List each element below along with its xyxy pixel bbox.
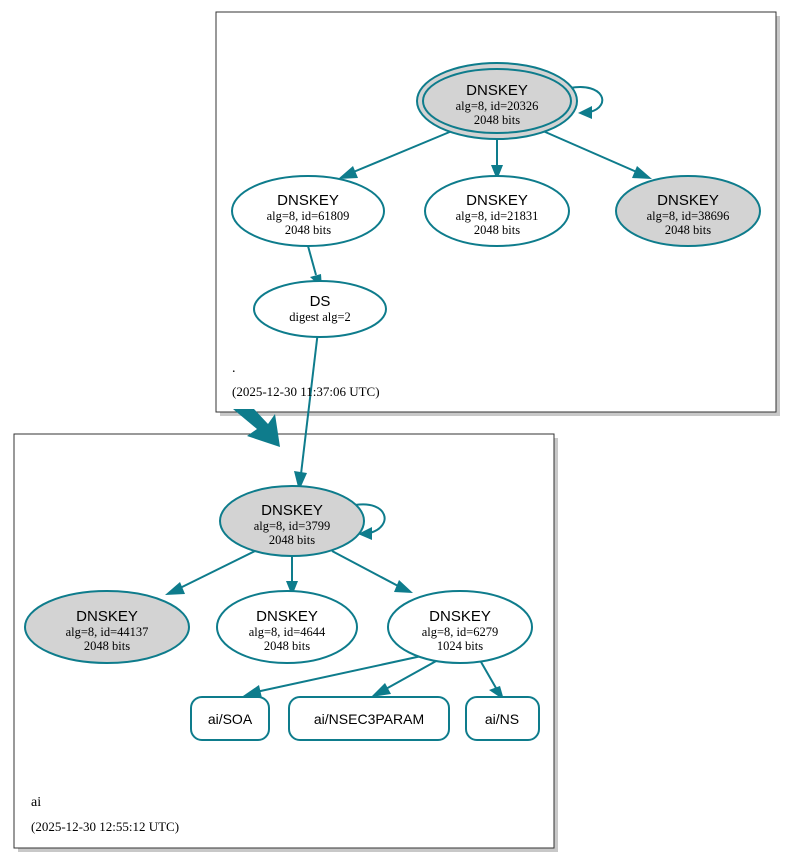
rrset-label: ai/SOA — [208, 711, 253, 727]
node-shape — [288, 696, 450, 741]
arrowhead — [632, 166, 652, 179]
delegation-block-arrow — [233, 409, 280, 447]
node-dnskey-4644[interactable]: DNSKEY alg=8, id=4644 2048 bits — [216, 590, 358, 664]
node-title: DNSKEY — [466, 192, 528, 209]
node-dnskey-38696[interactable]: DNSKEY alg=8, id=38696 2048 bits — [615, 175, 761, 247]
node-rrset-nsec3param[interactable]: ai/NSEC3PARAM — [288, 696, 450, 741]
node-shape — [231, 175, 385, 247]
zone-label-ai-name: ai — [31, 795, 41, 810]
node-line3: 2048 bits — [474, 113, 520, 127]
node-line3: 2048 bits — [264, 639, 310, 653]
arrowhead — [286, 581, 298, 596]
node-line2: alg=8, id=4644 — [249, 625, 326, 639]
node-title: DNSKEY — [277, 192, 339, 209]
node-line2: alg=8, id=61809 — [267, 209, 350, 223]
node-title: DNSKEY — [261, 502, 323, 519]
node-line3: 2048 bits — [285, 223, 331, 237]
node-line3: 2048 bits — [474, 223, 520, 237]
edge-root-ksk-to-61809 — [338, 130, 453, 179]
node-ds[interactable]: DS digest alg=2 — [253, 280, 387, 338]
node-line2: alg=8, id=38696 — [647, 209, 730, 223]
node-dnskey-44137[interactable]: DNSKEY alg=8, id=44137 2048 bits — [24, 590, 190, 664]
node-title: DNSKEY — [657, 192, 719, 209]
edge-self-signature-root-ksk — [569, 86, 604, 119]
node-dnskey-6279[interactable]: DNSKEY alg=8, id=6279 1024 bits — [387, 590, 533, 664]
edge-6279-to-soa — [243, 651, 441, 698]
edge-self-signature-ai-ksk — [354, 503, 386, 540]
node-shape — [615, 175, 761, 247]
node-title: DS — [310, 293, 331, 310]
arrowhead — [578, 106, 592, 119]
node-line3: 2048 bits — [269, 533, 315, 547]
node-rrset-soa[interactable]: ai/SOA — [190, 696, 270, 741]
edge-ai-ksk-to-44137 — [165, 550, 256, 595]
edge-root-ksk-to-38696 — [542, 130, 652, 179]
rrset-label: ai/NS — [485, 711, 519, 727]
rrset-label: ai/NSEC3PARAM — [314, 711, 424, 727]
node-line2: alg=8, id=21831 — [456, 209, 539, 223]
node-shape — [465, 696, 540, 741]
arrowhead — [394, 580, 413, 593]
edge-zone-delegation-root-to-ai — [233, 409, 280, 447]
arrowhead — [371, 683, 391, 697]
node-title: DNSKEY — [256, 608, 318, 625]
node-title: DNSKEY — [466, 82, 528, 99]
node-line2: alg=8, id=44137 — [66, 625, 149, 639]
node-line2: alg=8, id=6279 — [422, 625, 499, 639]
zone-label-root-name: . — [232, 361, 236, 376]
node-title: DNSKEY — [429, 608, 491, 625]
node-rrset-ns[interactable]: ai/NS — [465, 696, 540, 741]
zone-label-ai-timestamp: (2025-12-30 12:55:12 UTC) — [31, 819, 179, 834]
node-line2: alg=8, id=20326 — [456, 99, 539, 113]
arrowhead — [165, 582, 185, 595]
node-line3: 1024 bits — [437, 639, 483, 653]
node-dnskey-61809[interactable]: DNSKEY alg=8, id=61809 2048 bits — [231, 175, 385, 247]
node-dnskey-21831[interactable]: DNSKEY alg=8, id=21831 2048 bits — [424, 175, 570, 247]
node-dnskey-3799[interactable]: DNSKEY alg=8, id=3799 2048 bits — [219, 485, 365, 557]
arrowhead — [294, 471, 307, 491]
edge-ai-ksk-to-6279 — [331, 550, 413, 593]
node-shape — [253, 280, 387, 338]
node-shape — [24, 590, 190, 664]
node-shape — [190, 696, 270, 741]
node-line3: 2048 bits — [84, 639, 130, 653]
node-shape-outer — [416, 62, 578, 140]
node-shape-inner — [422, 68, 572, 134]
node-shape — [216, 590, 358, 664]
edge-ds-to-ai-ksk — [294, 330, 319, 491]
edge-ai-ksk-to-4644 — [286, 556, 298, 596]
node-line3: 2048 bits — [665, 223, 711, 237]
node-shape — [424, 175, 570, 247]
node-shape — [387, 590, 533, 664]
node-title: DNSKEY — [76, 608, 138, 625]
node-shape — [219, 485, 365, 557]
arrowhead — [358, 527, 372, 540]
arrowhead — [491, 165, 503, 180]
zone-label-root-timestamp: (2025-12-30 11:37:06 UTC) — [232, 384, 380, 399]
node-dnskey-20326[interactable]: DNSKEY alg=8, id=20326 2048 bits — [416, 62, 578, 140]
arrowhead — [338, 166, 358, 179]
node-line2: alg=8, id=3799 — [254, 519, 331, 533]
node-line2: digest alg=2 — [289, 310, 351, 324]
arrowhead — [243, 685, 262, 698]
